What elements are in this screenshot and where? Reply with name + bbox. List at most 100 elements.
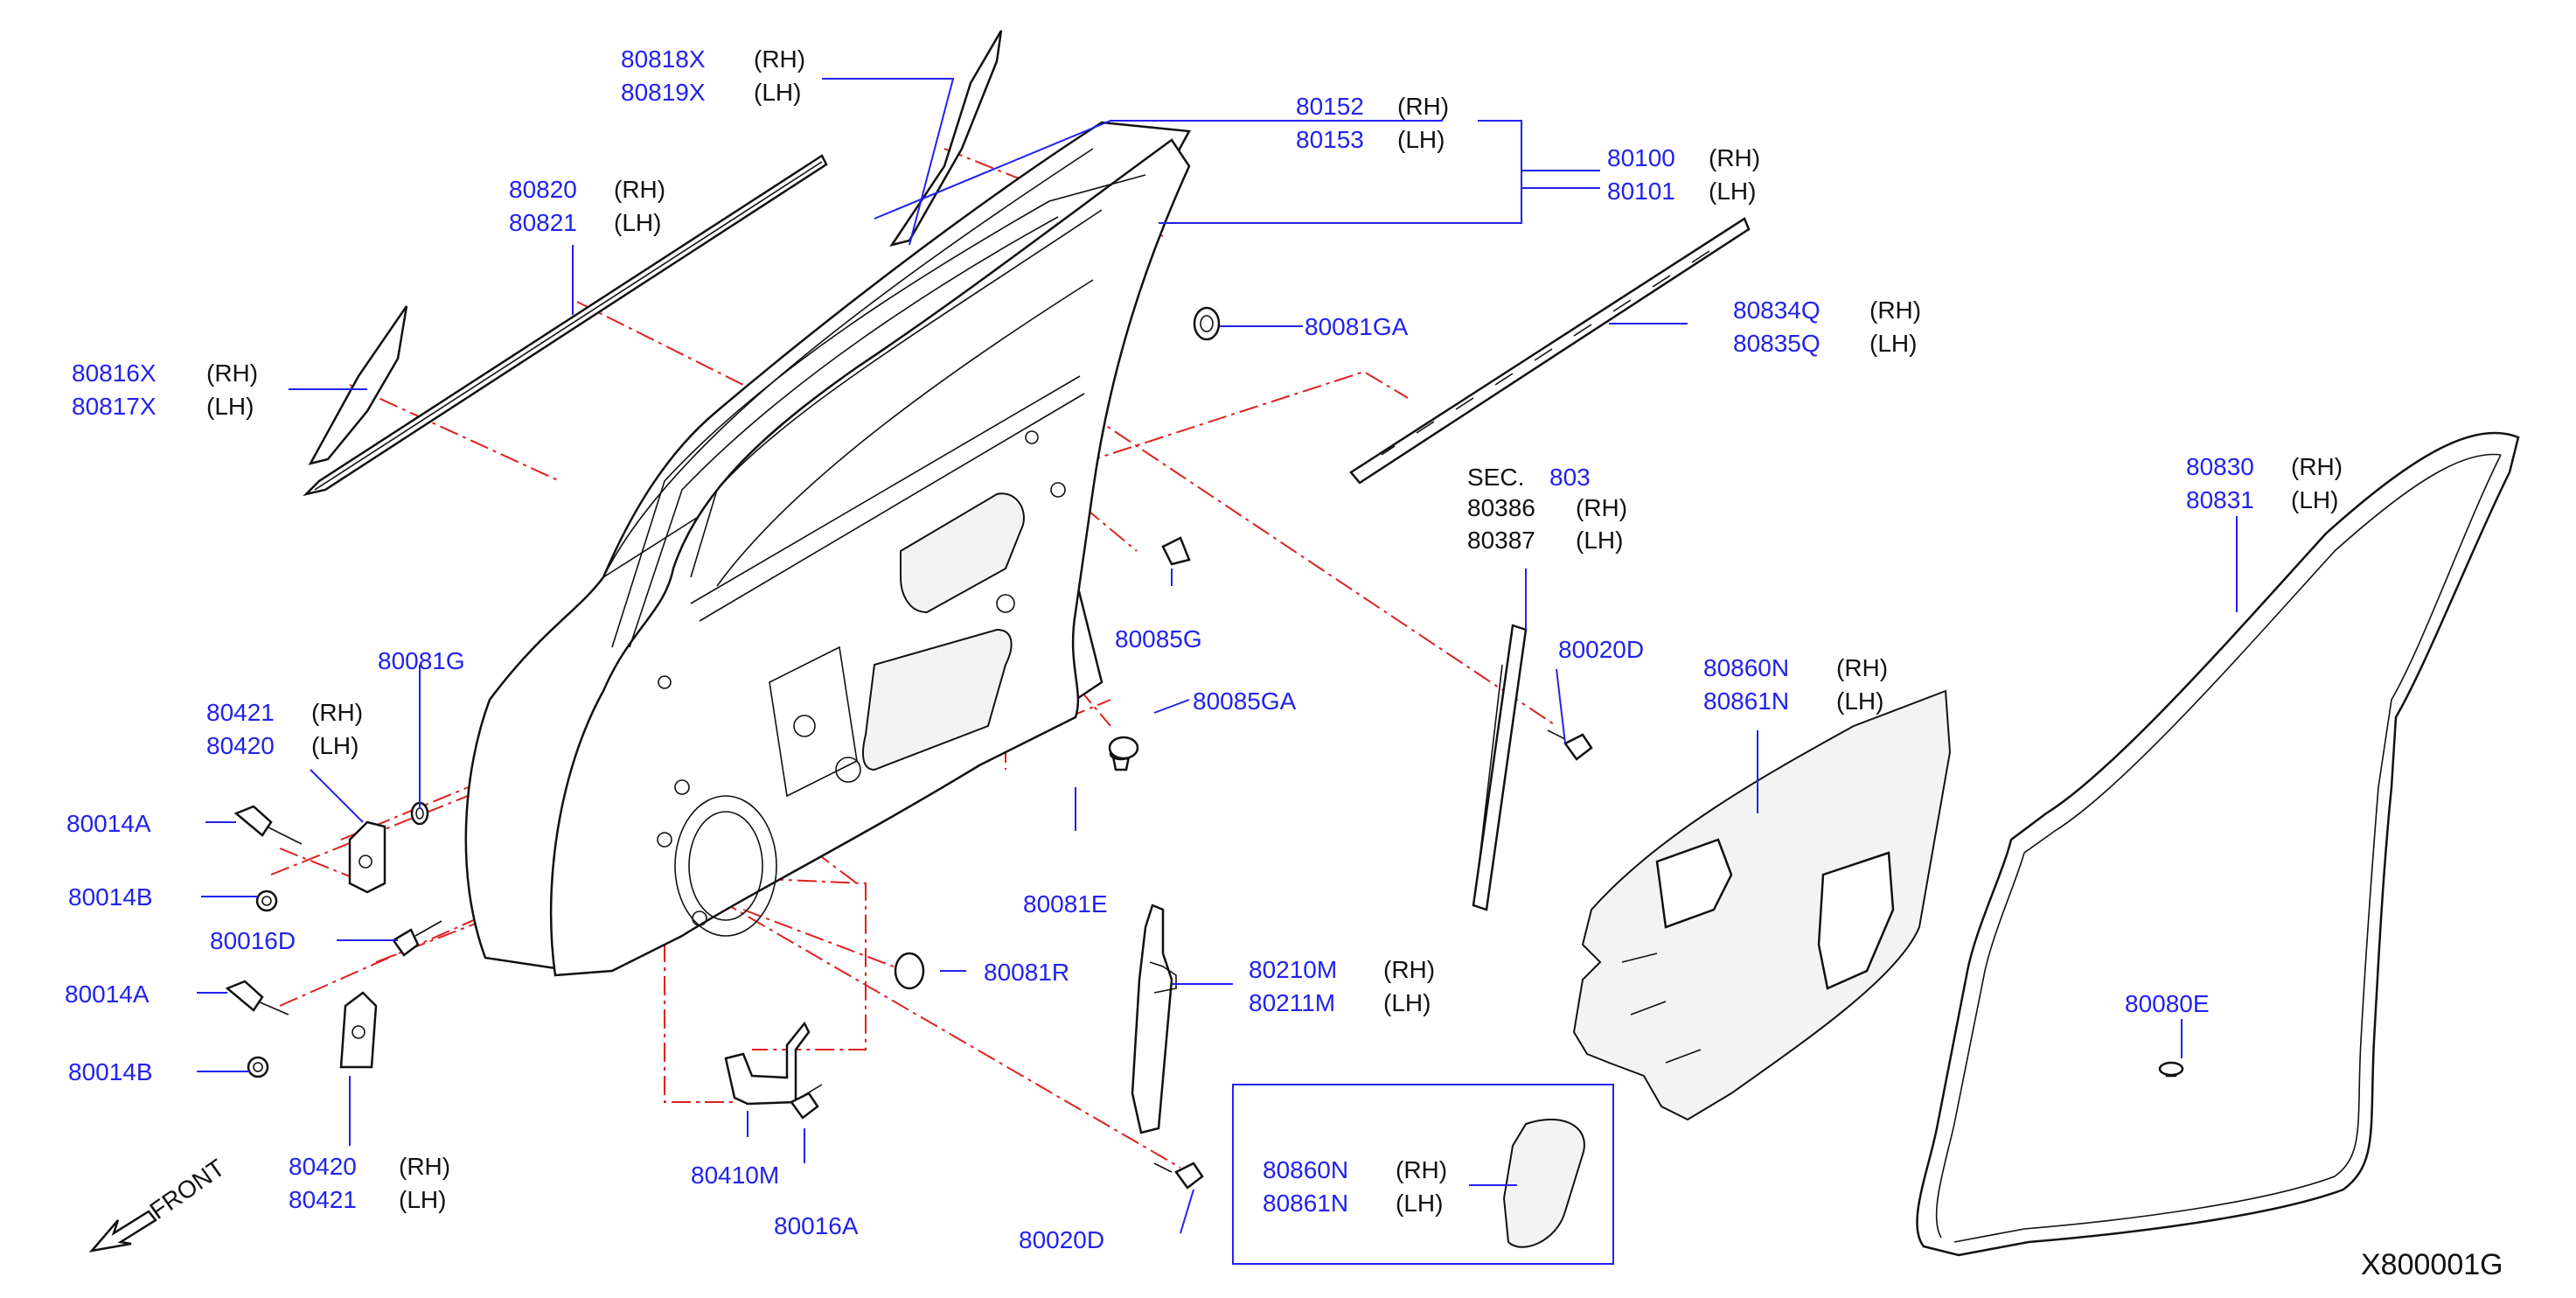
callout-80100: 80100 (RH) 80101 (LH) bbox=[1607, 144, 1760, 205]
part-number: 80085GA bbox=[1193, 687, 1297, 715]
part-number: 80020D bbox=[1019, 1226, 1104, 1253]
part-number-rh: 80830 bbox=[2186, 453, 2254, 480]
rh-qualifier: (RH) bbox=[1709, 144, 1760, 171]
part-number: 80014A bbox=[65, 980, 150, 1008]
lh-qualifier: (LH) bbox=[614, 209, 661, 236]
rh-qualifier: (RH) bbox=[1869, 297, 1921, 324]
part-number-lh: 80861N bbox=[1263, 1190, 1348, 1217]
rh-qualifier: (RH) bbox=[399, 1153, 450, 1180]
part-number-lh: 80101 bbox=[1607, 178, 1675, 205]
part-number-rh: 80834Q bbox=[1733, 297, 1821, 324]
callout-80834q: 80834Q (RH) 80835Q (LH) bbox=[1733, 297, 1921, 357]
lh-qualifier: (LH) bbox=[1383, 989, 1431, 1016]
sealing-screen bbox=[1572, 689, 1952, 1121]
part-number: 80016A bbox=[774, 1212, 859, 1239]
belt-weatherstrip-inner bbox=[1349, 217, 1751, 485]
rh-qualifier: (RH) bbox=[1396, 1156, 1447, 1183]
part-number: 80081G bbox=[378, 647, 465, 674]
belt-molding-outer bbox=[303, 154, 828, 497]
callout-80830: 80830 (RH) 80831 (LH) bbox=[2186, 453, 2343, 513]
part-number: 80085G bbox=[1115, 625, 1202, 652]
rh-qualifier: (RH) bbox=[1836, 654, 1888, 681]
callout-80860n-inset: 80860N (RH) 80861N (LH) bbox=[1263, 1156, 1447, 1217]
rh-qualifier: (RH) bbox=[311, 699, 363, 726]
rh-qualifier: (RH) bbox=[206, 359, 258, 387]
rh-qualifier: (RH) bbox=[2291, 453, 2343, 480]
hinge-lower bbox=[339, 991, 378, 1069]
part-number-lh: 80153 bbox=[1296, 126, 1364, 153]
hinge-upper bbox=[348, 820, 386, 894]
leader-lines bbox=[197, 78, 2238, 1234]
fasteners bbox=[225, 306, 2184, 1190]
part-number-rh: 80860N bbox=[1703, 654, 1789, 681]
callout-80421-upper: 80421 (RH) 80420 (LH) bbox=[206, 699, 363, 759]
door-inner-panel bbox=[549, 138, 1191, 977]
section-ref: 803 bbox=[1549, 464, 1591, 491]
part-number-rh: 80210M bbox=[1249, 956, 1337, 983]
front-label: FRONT bbox=[145, 1154, 230, 1225]
front-arrow-icon bbox=[88, 1210, 157, 1253]
part-number-rh: 80816X bbox=[72, 359, 157, 387]
rh-qualifier: (RH) bbox=[1383, 956, 1435, 983]
part-number-lh: 80420 bbox=[206, 732, 275, 759]
part-number-rh: 80152 bbox=[1296, 93, 1364, 120]
callout-80818x: 80818X (RH) 80819X (LH) bbox=[621, 45, 805, 106]
part-number-rh: 80421 bbox=[206, 699, 275, 726]
part-number-lh: 80421 bbox=[289, 1186, 357, 1213]
part-number-rh: 80820 bbox=[509, 176, 577, 203]
part-number-lh: 80821 bbox=[509, 209, 577, 236]
rh-qualifier: (RH) bbox=[1576, 494, 1627, 521]
part-number-rh: 80100 bbox=[1607, 144, 1675, 171]
part-number: 80016D bbox=[210, 927, 296, 954]
part-number-lh: 80387 bbox=[1467, 527, 1535, 554]
part-number-lh: 80831 bbox=[2186, 486, 2254, 513]
part-number: 80014B bbox=[68, 1058, 153, 1085]
callout-80210m: 80210M (RH) 80211M (LH) bbox=[1249, 956, 1435, 1016]
part-number: 80014B bbox=[68, 883, 153, 911]
part-number: 80081GA bbox=[1305, 313, 1409, 340]
labels: 80818X (RH) 80819X (LH) 80152 (RH) 80153… bbox=[65, 45, 2503, 1281]
inset-box bbox=[1232, 1084, 1614, 1265]
part-number: 80080E bbox=[2125, 990, 2210, 1017]
part-number: 80020D bbox=[1558, 636, 1644, 663]
part-number-rh: 80818X bbox=[621, 45, 706, 73]
part-number: 80081E bbox=[1023, 890, 1108, 918]
part-number-lh: 80819X bbox=[621, 79, 706, 106]
sash-front bbox=[1131, 904, 1177, 1134]
lh-qualifier: (LH) bbox=[754, 79, 801, 106]
check-link bbox=[724, 1021, 811, 1106]
rh-qualifier: (RH) bbox=[1397, 93, 1449, 120]
part-number: 80410M bbox=[691, 1162, 779, 1189]
callout-80816x: 80816X (RH) 80817X (LH) bbox=[72, 359, 258, 420]
callout-80860n: 80860N (RH) 80861N (LH) bbox=[1703, 654, 1888, 715]
lh-qualifier: (LH) bbox=[206, 393, 254, 420]
lh-qualifier: (LH) bbox=[1836, 687, 1883, 715]
part-number-lh: 80211M bbox=[1249, 989, 1335, 1016]
part-number: 80081R bbox=[984, 959, 1069, 986]
lh-qualifier: (LH) bbox=[1396, 1190, 1443, 1217]
part-number-lh: 80835Q bbox=[1733, 330, 1821, 357]
lh-qualifier: (LH) bbox=[399, 1186, 446, 1213]
callout-80420-lower: 80420 (RH) 80421 (LH) bbox=[289, 1153, 450, 1213]
callout-80386: SEC. 803 80386 (RH) 80387 (LH) bbox=[1467, 464, 1627, 554]
rh-qualifier: (RH) bbox=[614, 176, 665, 203]
lh-qualifier: (LH) bbox=[1869, 330, 1917, 357]
part-number-lh: 80817X bbox=[72, 393, 157, 420]
rh-qualifier: (RH) bbox=[754, 45, 805, 73]
callout-80152: 80152 (RH) 80153 (LH) bbox=[1296, 93, 1449, 153]
lh-qualifier: (LH) bbox=[311, 732, 359, 759]
lh-qualifier: (LH) bbox=[1397, 126, 1445, 153]
sash-cover-front bbox=[308, 305, 408, 465]
diagram-id: X800001G bbox=[2361, 1248, 2503, 1281]
part-number-rh: 80386 bbox=[1467, 494, 1535, 521]
part-number-lh: 80861N bbox=[1703, 687, 1789, 715]
callout-80820: 80820 (RH) 80821 (LH) bbox=[509, 176, 665, 236]
lh-qualifier: (LH) bbox=[1576, 527, 1623, 554]
part-number-rh: 80860N bbox=[1263, 1156, 1348, 1183]
part-number: 80014A bbox=[66, 810, 151, 837]
sash-rear bbox=[1472, 624, 1528, 911]
sash-cover-upper bbox=[889, 30, 1003, 247]
lh-qualifier: (LH) bbox=[2291, 486, 2338, 513]
door-weatherstrip bbox=[1916, 431, 2520, 1257]
